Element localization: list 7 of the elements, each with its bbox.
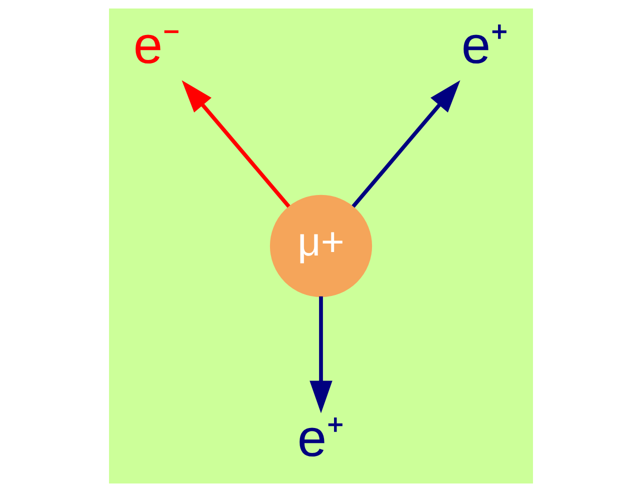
arrow — [351, 80, 460, 208]
node-circle: μ+ — [269, 194, 372, 298]
node-text: e⁺ — [460, 16, 508, 75]
arrow — [181, 80, 290, 208]
node-text: e⁻ — [132, 16, 180, 75]
node-text: e⁺ — [296, 408, 344, 468]
arrow — [309, 296, 332, 414]
